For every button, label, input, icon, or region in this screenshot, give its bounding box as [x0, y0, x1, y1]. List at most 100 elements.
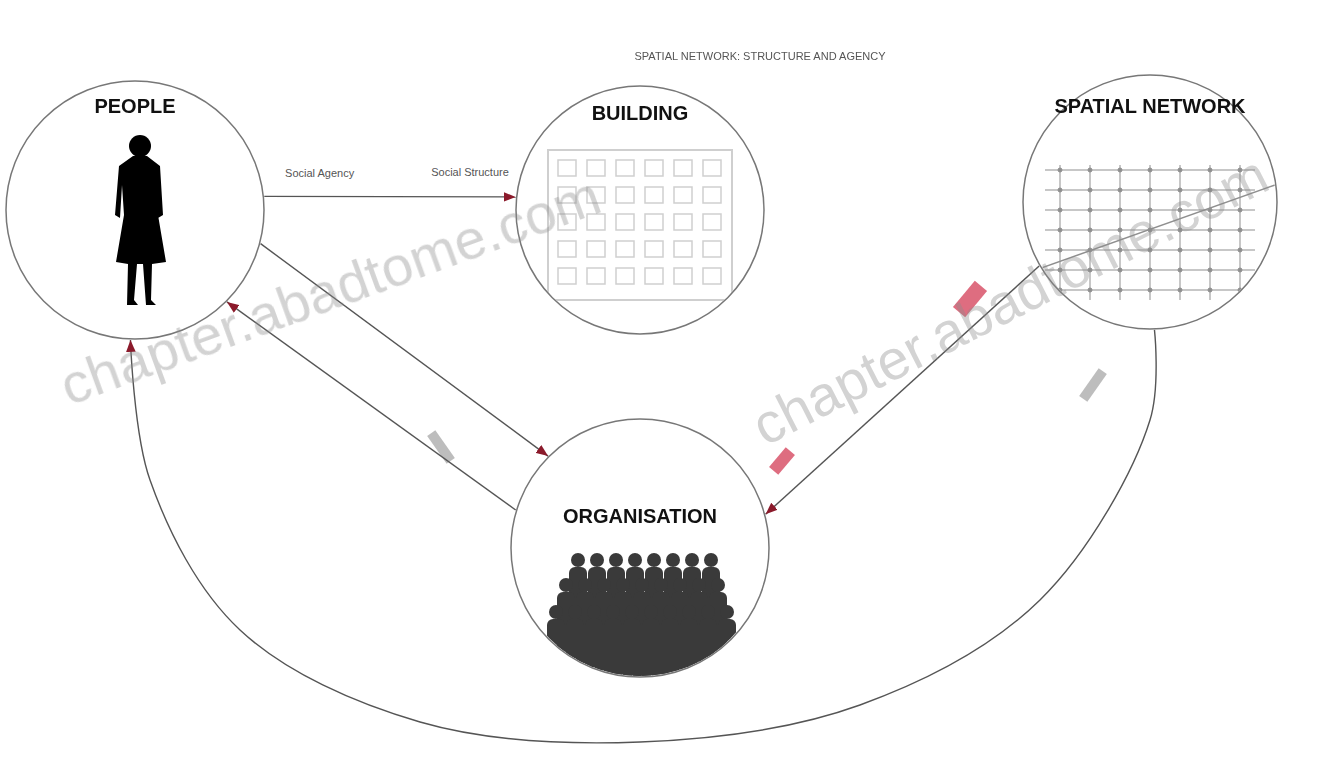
- window: [645, 241, 663, 257]
- grid-node: [1208, 248, 1212, 252]
- window: [674, 160, 692, 176]
- crowd-head: [635, 578, 649, 592]
- watermark: chapter.abadtome.com: [741, 142, 1278, 459]
- window: [645, 160, 663, 176]
- connector-arrow: [264, 196, 515, 198]
- window: [674, 214, 692, 230]
- grid-node: [1208, 268, 1212, 272]
- window: [703, 187, 721, 203]
- grid-node: [1178, 288, 1182, 292]
- window: [703, 241, 721, 257]
- crowd-head: [628, 553, 642, 567]
- window: [674, 268, 692, 284]
- circle-outline-svg: [510, 418, 770, 678]
- connector-label: Social Agency: [283, 167, 356, 179]
- crowd-head: [568, 605, 582, 619]
- node-text-box: PEOPLE: [44, 94, 226, 118]
- grid-node: [1238, 228, 1242, 232]
- grid-node: [1178, 268, 1182, 272]
- grid-node: [1058, 228, 1062, 232]
- crowd-head: [597, 578, 611, 592]
- window: [674, 241, 692, 257]
- node-text-box: ORGANISATION: [530, 504, 751, 528]
- node-label: SPATIAL NETWORK: [1054, 94, 1246, 118]
- crowd-head: [590, 553, 604, 567]
- grid-node: [1118, 288, 1122, 292]
- crowd-head: [587, 605, 601, 619]
- crowd-body: [699, 619, 717, 709]
- crowd-body: [623, 619, 641, 709]
- node-text-box: SPATIAL NETWORK: [1054, 94, 1246, 118]
- crowd-head: [720, 605, 734, 619]
- window: [674, 187, 692, 203]
- window: [645, 187, 663, 203]
- grid-node: [1118, 168, 1122, 172]
- node-label: ORGANISATION: [530, 504, 751, 528]
- window: [587, 241, 605, 257]
- grid-node: [1178, 168, 1182, 172]
- diagram-title: SPATIAL NETWORK: STRUCTURE AND AGENCY: [635, 50, 886, 62]
- crowd-head: [571, 553, 585, 567]
- grid-node: [1058, 188, 1062, 192]
- crowd-head: [625, 605, 639, 619]
- crowd-head: [616, 578, 630, 592]
- window: [558, 268, 576, 284]
- node-label: PEOPLE: [44, 94, 226, 118]
- crowd-head: [654, 578, 668, 592]
- grid-node: [1088, 188, 1092, 192]
- grid-node: [1088, 208, 1092, 212]
- connector-arrow: [130, 330, 1156, 743]
- crowd-head: [644, 605, 658, 619]
- window: [703, 160, 721, 176]
- crowd-head: [673, 578, 687, 592]
- crowd-head: [559, 578, 573, 592]
- window: [645, 214, 663, 230]
- circle-outline: [511, 419, 769, 677]
- window: [616, 214, 634, 230]
- window: [558, 241, 576, 257]
- body: [115, 156, 166, 305]
- grid-node: [1148, 268, 1152, 272]
- crowd-head: [682, 605, 696, 619]
- grid-node: [1238, 268, 1242, 272]
- crowd-head: [549, 605, 563, 619]
- crowd-head: [606, 605, 620, 619]
- crowd-body: [718, 619, 736, 709]
- head: [129, 135, 151, 157]
- ground-line: [530, 299, 750, 301]
- grid-node: [1208, 288, 1212, 292]
- grid-node: [1238, 248, 1242, 252]
- node-text-box: BUILDING: [546, 101, 734, 125]
- window: [616, 268, 634, 284]
- window: [645, 268, 663, 284]
- grid-node: [1058, 208, 1062, 212]
- crowd-head: [666, 553, 680, 567]
- woman-silhouette: [115, 135, 166, 305]
- window: [616, 160, 634, 176]
- crowd-head: [711, 578, 725, 592]
- crowd-head: [701, 605, 715, 619]
- grid-node: [1148, 288, 1152, 292]
- crowd-body: [642, 619, 660, 709]
- window: [616, 241, 634, 257]
- connector-label: Social Structure: [429, 166, 511, 178]
- grid-node: [1148, 168, 1152, 172]
- crowd-head: [578, 578, 592, 592]
- crowd-head: [692, 578, 706, 592]
- window: [703, 214, 721, 230]
- crowd-body: [566, 619, 584, 709]
- crowd-head: [609, 553, 623, 567]
- grey-mark: [427, 430, 455, 464]
- grid-node: [1088, 168, 1092, 172]
- circle-node: ORGANISATION: [510, 418, 770, 678]
- node-label: BUILDING: [546, 101, 734, 125]
- window: [587, 268, 605, 284]
- grid-node: [1118, 188, 1122, 192]
- crowd-head: [685, 553, 699, 567]
- crowd-body: [661, 619, 679, 709]
- crowd-body: [547, 619, 565, 709]
- window: [703, 268, 721, 284]
- watermark: chapter.abadtome.com: [51, 162, 609, 418]
- grey-mark: [1079, 368, 1107, 402]
